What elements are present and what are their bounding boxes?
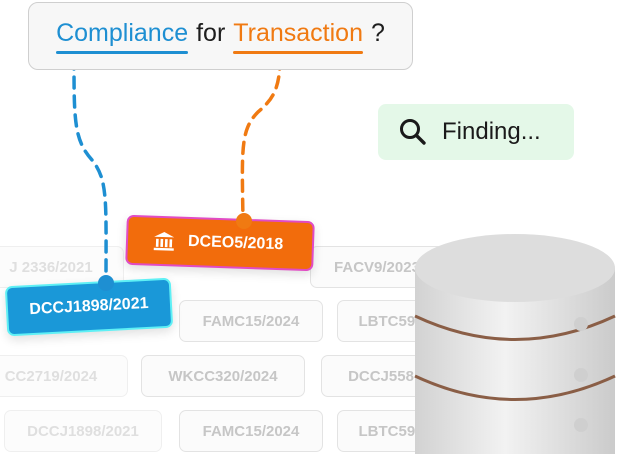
query-question-mark: ? [370, 18, 385, 47]
highlighted-tag-blue[interactable]: DCCJ1898/2021 [4, 277, 174, 337]
document-chip-label: FACV9/2023 [334, 258, 420, 276]
blue-connector-line [72, 56, 108, 284]
highlighted-tag-label: DCEO5/2018 [187, 232, 284, 254]
highlighted-tag-orange[interactable]: DCEO5/2018 [125, 214, 315, 272]
document-chip: CC2719/2024 [0, 355, 128, 397]
document-chip-label: LBTC595 [358, 312, 424, 330]
connector-dot [236, 213, 252, 229]
orange-connector-line [240, 56, 282, 224]
document-chip-label: FAMC15/2024 [202, 422, 300, 440]
document-chip: FAMC15/2024 [179, 300, 323, 342]
highlighted-tag-label: DCCJ1898/2021 [29, 294, 149, 319]
document-chip-label: FAMC15/2024 [202, 312, 300, 330]
document-chip: FAMC15/2024 [179, 410, 323, 452]
document-chip: J 2336/2021 [0, 246, 124, 288]
document-chip-label: J 2336/2021 [9, 258, 93, 276]
query-keyword-compliance: Compliance [56, 19, 189, 54]
search-icon [400, 119, 426, 145]
search-query-bubble: Compliance for Transaction ? [28, 2, 413, 70]
document-chip: DCCJ1898/2021 [4, 410, 162, 452]
document-chip-label: CC2719/2024 [4, 367, 98, 385]
document-chip-label: DCCJ558 [348, 367, 414, 385]
query-keyword-transaction: Transaction [233, 19, 363, 54]
document-chip-label: WKCC320/2024 [168, 367, 278, 385]
document-chip: WKCC320/2024 [141, 355, 305, 397]
query-joiner: for [196, 18, 226, 47]
database-icon [414, 234, 616, 454]
document-chip-label: LBTC595 [358, 422, 424, 440]
finding-status-label: Finding... [442, 118, 541, 145]
finding-status-chip: Finding... [378, 104, 574, 160]
bank-icon [153, 232, 175, 251]
connector-dot [98, 275, 114, 291]
document-chip-label: DCCJ1898/2021 [27, 422, 139, 440]
